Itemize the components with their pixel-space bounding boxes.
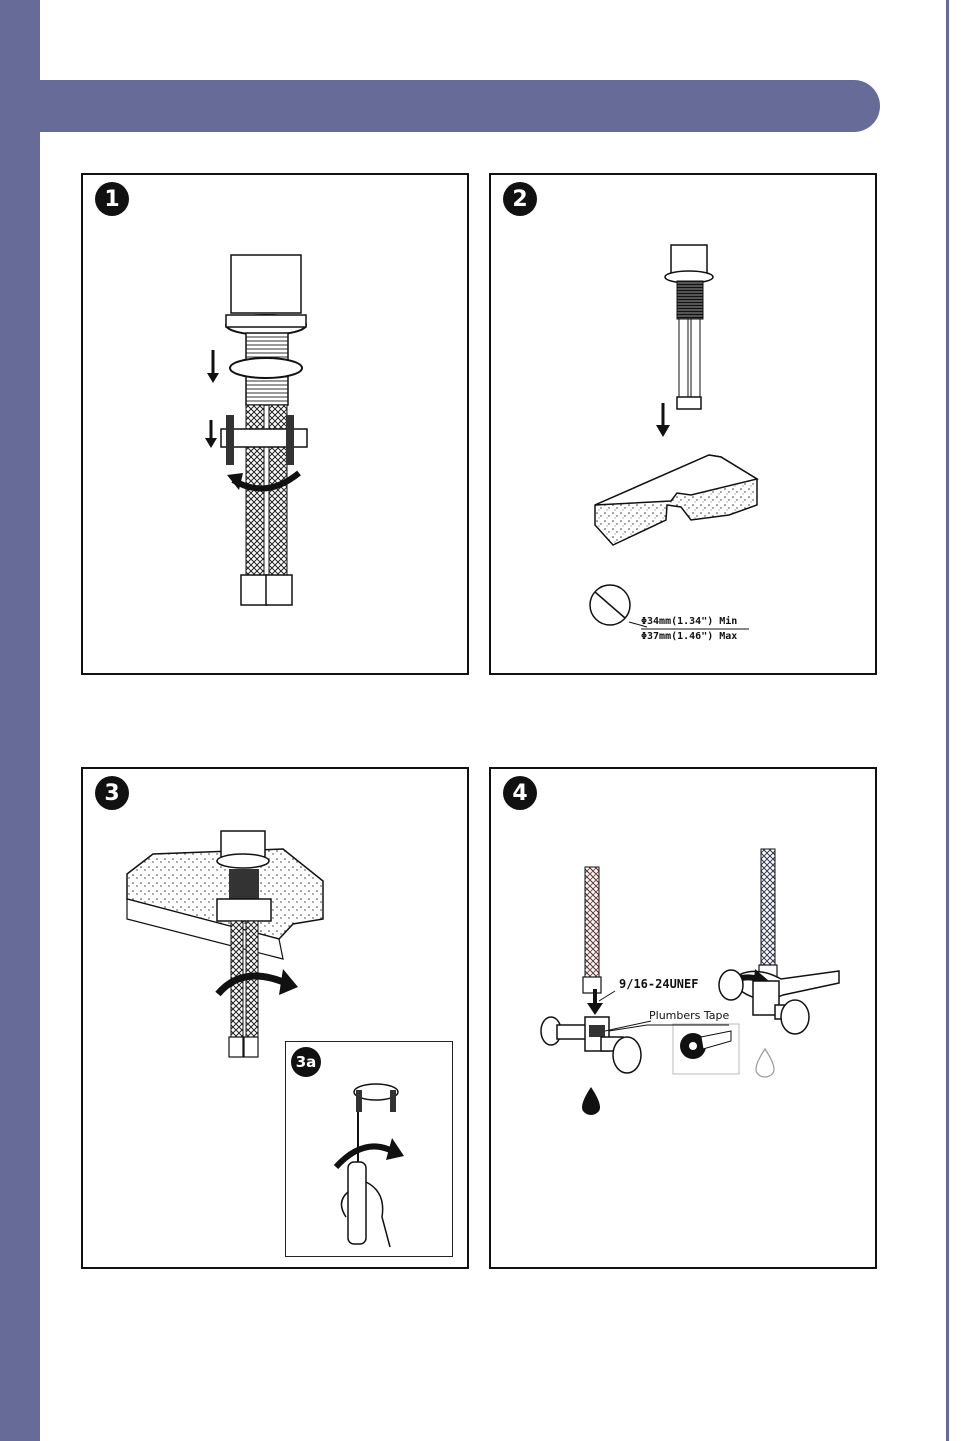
thread-size-label: 9/16-24UNEF [619,977,698,991]
plumbers-tape-label: Plumbers Tape [649,1009,729,1022]
right-edge-line [946,0,949,1441]
step-1-panel: 1 [81,173,469,675]
hole-min-label: Φ34mm(1.34") Min [641,616,737,627]
header-band [40,80,880,132]
step-4-panel: 4 [489,767,877,1269]
step-3-panel: 3 3a [81,767,469,1269]
faucet-mounting-illustration [83,175,471,677]
step-2-panel: 2 Φ34mm(1. [489,173,877,675]
hole-max-label: Φ37mm(1.46") Max [641,631,737,642]
left-brand-bar [0,0,40,1441]
step-3a-inset: 3a [285,1041,453,1257]
screwdriver-illustration [286,1042,451,1255]
countertop-hole-illustration [491,175,879,677]
